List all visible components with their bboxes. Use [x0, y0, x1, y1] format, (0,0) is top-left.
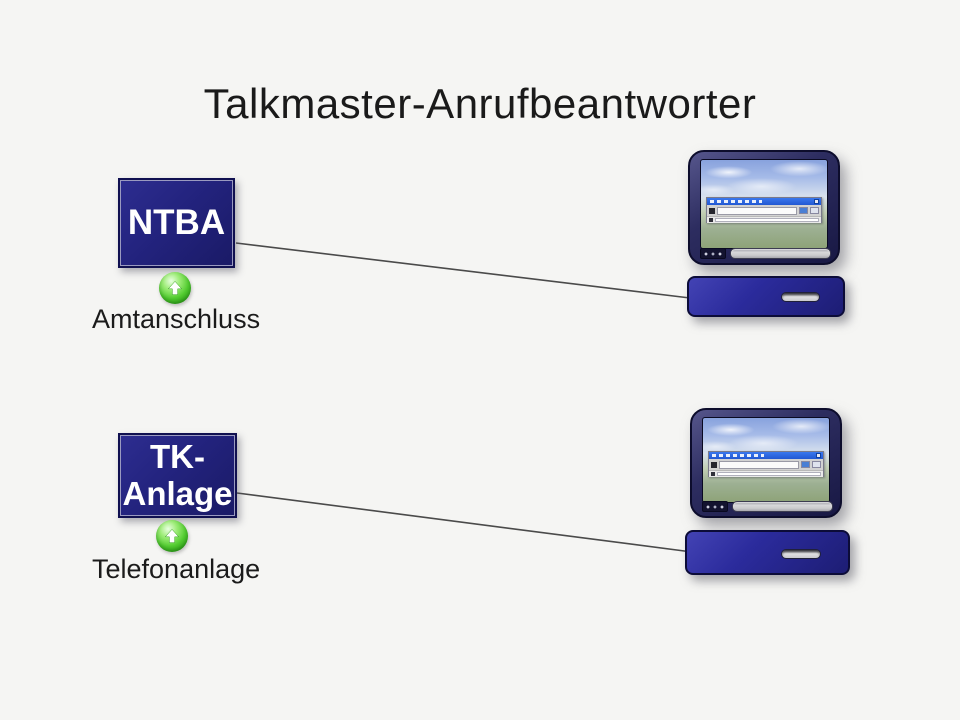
monitor-speaker-bar	[730, 248, 831, 259]
toolbar-button	[801, 461, 810, 468]
window-statusbar	[709, 471, 823, 477]
toolbar-icon	[711, 461, 717, 468]
node-tk-label-line2: Anlage	[122, 474, 233, 512]
toolbar-button	[799, 207, 808, 214]
window-titlebar	[707, 198, 821, 205]
node-ntba: NTBA	[118, 178, 235, 268]
disk-slot	[781, 292, 820, 302]
up-arrow-glyph	[167, 280, 183, 295]
up-arrow-icon	[156, 520, 188, 552]
up-arrow-glyph	[164, 528, 180, 543]
toolbar-icon	[709, 207, 715, 214]
window-close-icon	[816, 453, 821, 458]
computer-1-base-unit	[687, 276, 845, 317]
monitor-speaker-bar	[732, 501, 833, 512]
page-title: Talkmaster-Anrufbeantworter	[203, 80, 757, 127]
node-tk-label-line1: TK-	[150, 438, 205, 476]
monitor-buttons-icon	[700, 248, 726, 259]
statusbar-icon	[709, 218, 713, 222]
statusbar-field	[717, 472, 821, 476]
statusbar-icon	[711, 472, 715, 476]
node-ntba-label: NTBA	[127, 202, 226, 242]
node-ntba-caption: Amtanschluss	[92, 304, 261, 334]
node-tk-caption: Telefonanlage	[92, 554, 261, 584]
monitor-buttons-icon	[702, 501, 728, 512]
window-toolbar	[707, 205, 821, 217]
toolbar-field	[719, 460, 799, 469]
computer-1-screen	[700, 159, 828, 249]
statusbar-field	[715, 218, 819, 222]
computer-1-monitor	[688, 150, 840, 265]
connector-line-ntba-to-computer-1	[235, 242, 691, 299]
disk-slot	[781, 549, 821, 559]
node-tk-anlage: TK- Anlage	[118, 433, 237, 518]
window-titlebar	[709, 452, 823, 459]
window-statusbar	[707, 217, 821, 223]
computer-2-monitor	[690, 408, 842, 518]
toolbar-field	[717, 206, 797, 215]
window-close-icon	[814, 199, 819, 204]
computer-1-desktop-window	[706, 197, 822, 223]
computer-1-monitor-controls	[700, 248, 831, 259]
computer-2-base-unit	[685, 530, 850, 575]
toolbar-button	[810, 207, 819, 214]
window-toolbar	[709, 459, 823, 471]
computer-2-monitor-controls	[702, 501, 833, 512]
computer-2-desktop-window	[708, 451, 824, 477]
connector-line-tk-to-computer-2	[236, 492, 693, 553]
computer-2-screen	[702, 417, 830, 503]
toolbar-button	[812, 461, 821, 468]
up-arrow-icon	[159, 272, 191, 304]
